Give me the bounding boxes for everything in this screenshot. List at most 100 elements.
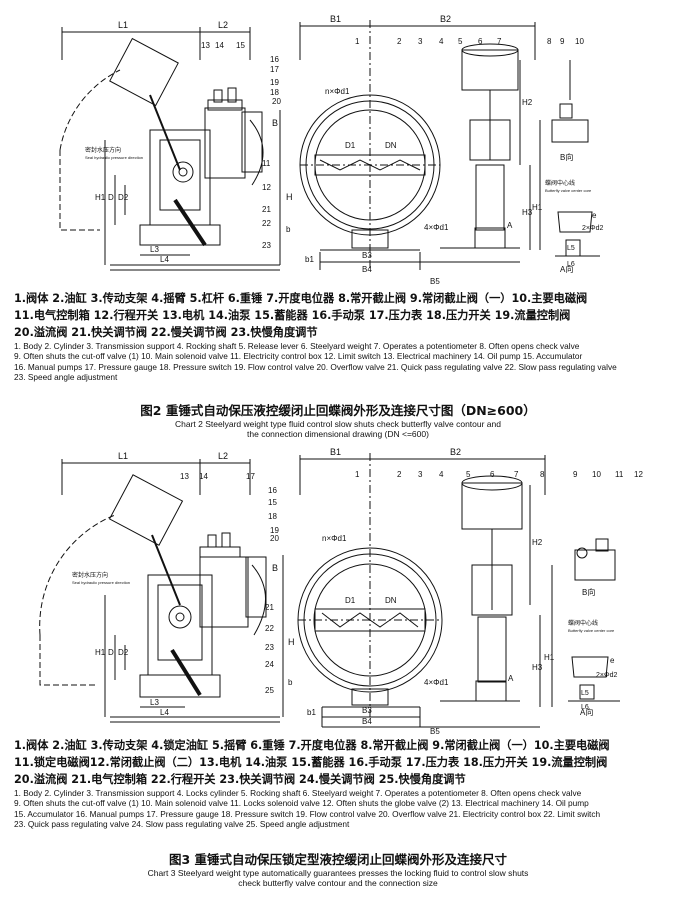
fig3-legend-cn-2: 11.锁定电磁阀12.常闭截止阀（二）13.电机 14.油泵 15.蓄能器 16…	[14, 756, 608, 769]
fig2-legend-en-4: 23. Speed angle adjustment	[14, 372, 118, 383]
fig3-callout-11: 11	[615, 470, 624, 479]
fig3-legend-cn-3: 20.溢流阀 21.电气控制箱 22.行程开关 23.快关调节阀 24.慢关调节…	[14, 773, 466, 786]
fig2-callout-1: 1	[355, 37, 360, 46]
fig3-D1: D1	[345, 596, 356, 605]
fig3-B3: B3	[362, 706, 372, 715]
fig2-callout-17: 17	[270, 65, 279, 74]
fig2-e: e	[592, 211, 597, 220]
fig3-legend-en-2: 9. Often shuts the cut-off valve (1) 10.…	[14, 798, 589, 809]
fig3-callout-17: 17	[246, 472, 255, 481]
fig3-dim-L2: L2	[218, 451, 228, 461]
fig2-callout-8: 8	[547, 37, 552, 46]
fig2-callout-14: 14	[215, 41, 224, 50]
fig2-callout-4: 4	[439, 37, 444, 46]
fig2-dim-D: D	[108, 193, 114, 202]
fig2-B5: B5	[430, 277, 440, 286]
fig3-seal-en: Seal hydraulic pressure direction	[72, 580, 130, 585]
fig2-seal-en: Seal hydraulic pressure direction	[85, 155, 143, 160]
figure3-caption: 图3 重锤式自动保压锁定型液控缓闭止回蝶阀外形及连接尺寸 Chart 3 Ste…	[0, 852, 676, 888]
fig2-legend-en-3: 16. Manual pumps 17. Pressure gauge 18. …	[14, 361, 617, 372]
fig2-caption-en-1: Chart 2 Steelyard weight type fluid cont…	[174, 419, 501, 429]
fig2-dim-B1: B1	[330, 14, 341, 24]
fig2-dim-B2: B2	[440, 14, 451, 24]
fig3-aview: A向	[580, 707, 593, 717]
fig2-seal-cn: 密封水压方向	[85, 146, 121, 154]
fig3-callout-14: 14	[199, 472, 208, 481]
fig3-seal-cn: 密封水压方向	[72, 571, 108, 579]
figure3-legend: 1.阀体 2.油缸 3.传动支架 4.锁定油缸 5.摇臂 6.重锤 7.开度电位…	[14, 737, 664, 830]
fig3-callout-6: 6	[490, 470, 495, 479]
figure3-svg: L1 L2 B1 B2 H H1 D D2 L3 L4 b B n×Φd1 D1…	[39, 447, 643, 735]
fig2-center-cn: 蝶阀中心线	[545, 179, 575, 187]
fig2-B3: B3	[362, 251, 372, 260]
fig3-nd1: n×Φd1	[322, 534, 347, 543]
fig2-L5: L5	[567, 245, 575, 252]
fig3-H3: H3	[532, 663, 543, 672]
fig3-caption-en-2: check butterfly valve contour and the co…	[238, 878, 438, 888]
fig3-B5: B5	[430, 727, 440, 735]
fig2-dim-L2: L2	[218, 20, 228, 30]
fig2-callout-13: 13	[201, 41, 210, 50]
fig3-dim-D2: D2	[118, 648, 129, 657]
fig3-dim-B2: B2	[450, 447, 461, 457]
fig2-callout-5: 5	[458, 37, 463, 46]
fig2-caption-en-2: the connection dimensional drawing (DN <…	[247, 429, 429, 439]
fig2-callout-19: 19	[270, 78, 279, 87]
fig2-H1r: H1	[532, 203, 543, 212]
fig2-H2: H2	[522, 98, 533, 107]
fig3-callout-5: 5	[466, 470, 471, 479]
fig3-callout-23: 23	[265, 643, 274, 652]
fig3-dim-L4: L4	[160, 708, 169, 717]
fig3-callout-24: 24	[265, 660, 274, 669]
fig2-dim-b: b	[286, 225, 291, 234]
fig3-center-cn: 蝶阀中心线	[568, 619, 598, 627]
fig3-caption-cn: 图3 重锤式自动保压锁定型液控缓闭止回蝶阀外形及连接尺寸	[168, 852, 508, 867]
fig3-callout-25: 25	[265, 686, 274, 695]
fig2-callout-23: 23	[262, 241, 271, 250]
fig2-callout-2: 2	[397, 37, 402, 46]
fig3-callout-9: 9	[573, 470, 578, 479]
figure2-caption: 图2 重锤式自动保压液控缓闭止回蝶阀外形及连接尺寸图（DN≥600） Chart…	[0, 403, 676, 439]
fig2-H3: H3	[522, 208, 533, 217]
fig3-legend-cn-1: 1.阀体 2.油缸 3.传动支架 4.锁定油缸 5.摇臂 6.重锤 7.开度电位…	[14, 739, 610, 752]
fig3-callout-16: 16	[268, 486, 277, 495]
fig2-callout-11: 11	[262, 159, 271, 168]
fig3-callout-2: 2	[397, 470, 402, 479]
fig3-dim-B1: B1	[330, 447, 341, 457]
fig3-L5: L5	[581, 690, 589, 697]
fig2-caption-cn: 图2 重锤式自动保压液控缓闭止回蝶阀外形及连接尺寸图（DN≥600）	[140, 403, 536, 418]
fig2-DN: DN	[385, 141, 397, 150]
fig3-callout-13: 13	[180, 472, 189, 481]
fig3-H1r: H1	[544, 653, 555, 662]
fig3-callout-22: 22	[265, 624, 274, 633]
fig2-B4: B4	[362, 265, 372, 274]
fig3-callout-3: 3	[418, 470, 423, 479]
fig3-B4: B4	[362, 717, 372, 726]
fig3-d2: 2×Φd2	[596, 672, 617, 679]
fig3-4d1: 4×Φd1	[424, 678, 449, 687]
fig2-callout-12: 12	[262, 183, 271, 192]
fig3-caption-en-1: Chart 3 Steelyard weight type automatica…	[147, 868, 529, 878]
fig3-callout-4: 4	[439, 470, 444, 479]
fig3-callout-19: 19	[270, 526, 279, 535]
fig3-callout-21: 21	[265, 603, 274, 612]
fig3-legend-en-1: 1. Body 2. Cylinder 3. Transmission supp…	[14, 788, 582, 798]
fig2-callout-10: 10	[575, 37, 584, 46]
fig3-callout-18: 18	[268, 512, 277, 521]
fig2-D1: D1	[345, 141, 356, 150]
fig2-b1: b1	[305, 255, 314, 264]
fig3-callout-10: 10	[592, 470, 601, 479]
fig3-callout-20: 20	[270, 534, 279, 543]
fig3-dim-H: H	[288, 637, 295, 647]
fig2-dim-L3: L3	[150, 245, 159, 254]
fig2-4d1: 4×Φd1	[424, 223, 449, 232]
fig2-legend-cn-3: 20.溢流阀 21.快关调节阀 22.慢关调节阀 23.快慢角度调节	[14, 326, 318, 339]
figure2-legend: 1.阀体 2.油缸 3.传动支架 4.摇臂 5.杠杆 6.重锤 7.开度电位器 …	[14, 290, 664, 383]
fig2-nd1: n×Φd1	[325, 87, 350, 96]
fig2-center-en: Butterfly valve center core	[545, 188, 592, 193]
fig3-dim-L3: L3	[150, 698, 159, 707]
fig3-dir-B: B	[272, 563, 278, 573]
fig2-d2: 2×Φd2	[582, 225, 603, 232]
fig2-legend-cn-2: 11.电气控制箱 12.行程开关 13.电机 14.油泵 15.蓄能器 16.手…	[14, 309, 571, 322]
fig3-dim-D: D	[108, 648, 114, 657]
